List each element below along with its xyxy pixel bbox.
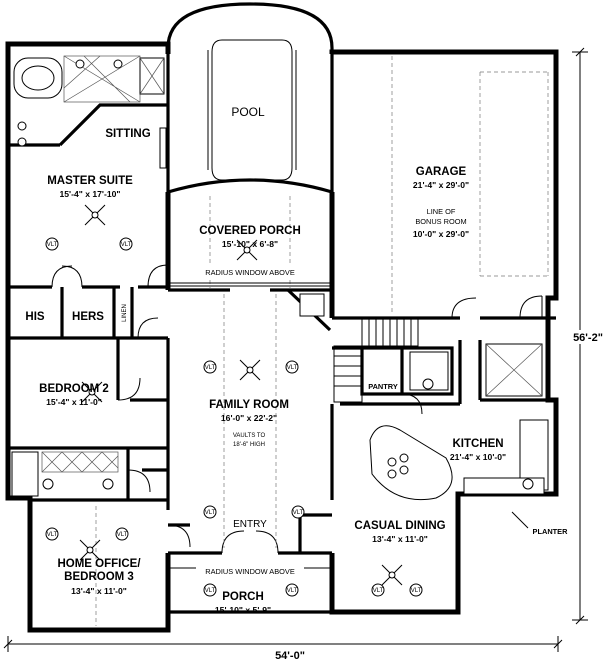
family-room-vault1: VAULTS TO: [233, 433, 266, 439]
master-suite-size: 15'-4" x 17'-10": [60, 189, 121, 199]
overall-depth: 56'-2": [573, 332, 603, 344]
vlt-marker: VLT: [205, 365, 216, 371]
vlt-marker: VLT: [293, 510, 304, 516]
overall-width: 54'-0": [275, 650, 305, 662]
kitchen-size: 21'-4" x 10'-0": [450, 452, 506, 462]
kitchen-fixtures: [299, 293, 549, 501]
garage-details: [391, 56, 549, 319]
family-room-label: FAMILY ROOM: [209, 399, 289, 411]
bonus-room-line1: LINE OF: [427, 207, 456, 216]
covered-porch-size: 15'-10" x 6'-8": [222, 239, 278, 249]
vlt-marker: VLT: [205, 510, 216, 516]
pool-area: [166, 2, 334, 195]
master-bath-fixtures: [13, 55, 167, 169]
vlt-marker: VLT: [411, 588, 422, 594]
bedroom2-size: 15'-4" x 11'-0": [46, 397, 102, 407]
hers-closet-label: HERS: [72, 311, 104, 323]
vlt-marker: VLT: [205, 588, 216, 594]
home-office-size: 13'-4" x 11'-0": [71, 586, 127, 596]
porch-label: PORCH: [222, 591, 264, 603]
entry-label: ENTRY: [233, 519, 267, 530]
his-closet-label: HIS: [25, 311, 45, 323]
vlt-marker: VLT: [121, 242, 132, 248]
doors: [51, 264, 477, 554]
vlt-marker: VLT: [287, 588, 298, 594]
garage-size: 21'-4" x 29'-0": [413, 180, 469, 190]
vlt-marker: VLT: [47, 532, 58, 538]
ceiling-fans: [79, 204, 403, 586]
linen-label: LINEN: [122, 304, 128, 322]
pool-label: POOL: [231, 105, 265, 119]
family-room-vault2: 18'-6" HIGH: [233, 442, 265, 448]
home-office-line2: BEDROOM 3: [64, 571, 134, 583]
pantry-label: PANTRY: [368, 382, 398, 391]
planter-label: PLANTER: [533, 527, 569, 536]
bedroom2-label: BEDROOM 2: [39, 383, 109, 395]
casual-dining-label: CASUAL DINING: [354, 520, 445, 532]
bath-fixtures: [11, 451, 119, 497]
stairs: [333, 317, 419, 403]
garage-label: GARAGE: [416, 166, 467, 178]
casual-dining-size: 13'-4" x 11'-0": [372, 534, 428, 544]
radius-window-top-label: RADIUS WINDOW ABOVE: [205, 268, 295, 277]
bonus-room-line2: BONUS ROOM: [415, 217, 466, 226]
porch-size: 15'-10" x 5'-9": [215, 605, 271, 615]
vlt-marker: VLT: [47, 242, 58, 248]
family-room-size: 16'-0" x 22'-2": [221, 413, 277, 423]
kitchen-label: KITCHEN: [452, 438, 503, 450]
master-suite-label: MASTER SUITE: [47, 175, 133, 187]
vlt-marker: VLT: [287, 365, 298, 371]
vlt-marker: VLT: [117, 532, 128, 538]
home-office-line1: HOME OFFICE/: [57, 558, 141, 570]
covered-porch-label: COVERED PORCH: [199, 225, 301, 237]
vlt-marker: VLT: [373, 588, 384, 594]
bonus-room-size: 10'-0" x 29'-0": [413, 229, 469, 239]
radius-window-bottom-label: RADIUS WINDOW ABOVE: [205, 567, 295, 576]
vlt-markers: VLT VLT VLT VLT VLT VLT VLT VLT VLT VLT …: [45, 237, 423, 597]
sitting-label: SITTING: [105, 128, 150, 140]
